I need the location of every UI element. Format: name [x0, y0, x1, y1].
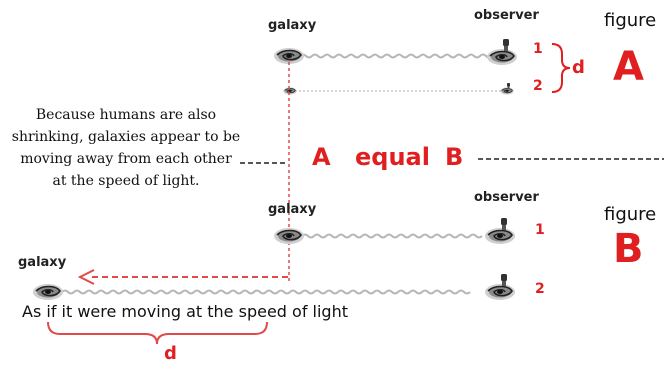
equal-right-letter: B [445, 143, 463, 171]
observer-label-a: observer [474, 8, 539, 23]
light-wave-a1 [300, 55, 492, 58]
equal-word: equal [355, 143, 430, 171]
spiral-galaxy-icon [485, 284, 515, 300]
note-line: shrinking, galaxies appear to be [10, 126, 242, 148]
speed-of-light-caption: As if it were moving at the speed of lig… [22, 302, 348, 321]
spiral-galaxy-icon [274, 48, 304, 64]
spiral-galaxy-icon [485, 228, 515, 244]
note-line: at the speed of light. [10, 170, 242, 192]
figure-word-a: figure [604, 10, 656, 31]
row-number-a2: 2 [533, 78, 543, 94]
distance-brace-a [552, 44, 570, 92]
row-number-b1: 1 [535, 222, 545, 238]
galaxy-label-a: galaxy [268, 18, 316, 33]
light-wave-b1 [302, 235, 482, 238]
figure-letter-a: A [613, 44, 644, 90]
spiral-galaxy-icon [500, 87, 514, 94]
spiral-galaxy-icon [487, 49, 517, 65]
far-galaxy-label-b: galaxy [18, 255, 66, 270]
note-line: Because humans are also [10, 104, 242, 126]
recession-arrow-head [80, 270, 94, 284]
spiral-galaxy-icon [274, 228, 304, 244]
light-wave-b2 [62, 291, 470, 294]
distance-label-a: d [572, 57, 585, 78]
distance-label-b: d [164, 343, 177, 364]
row-number-b2: 2 [535, 281, 545, 297]
note-line: moving away from each other [10, 148, 242, 170]
figure-letter-b: B [613, 226, 644, 272]
spiral-galaxy-icon [283, 87, 297, 94]
galaxy-label-b: galaxy [268, 202, 316, 217]
row-number-a1: 1 [533, 41, 543, 57]
explanation-note: Because humans are also shrinking, galax… [10, 104, 242, 192]
spiral-galaxy-icon [33, 284, 63, 300]
observer-label-b: observer [474, 190, 539, 205]
distance-brace-b [48, 322, 267, 344]
equal-left-letter: A [312, 143, 331, 171]
figure-word-b: figure [604, 204, 656, 225]
